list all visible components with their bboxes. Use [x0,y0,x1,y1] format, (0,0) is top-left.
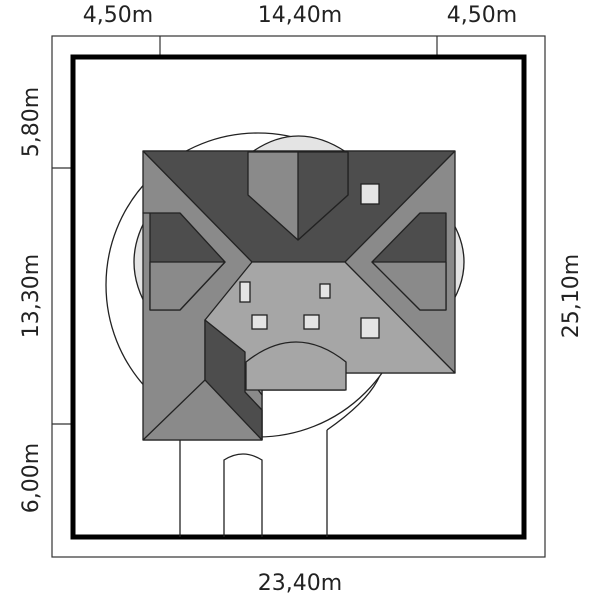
right-wing-lower [371,261,447,311]
skylight [360,183,380,205]
dim-bottom: 23,40m [258,571,342,596]
house-roof [142,150,456,441]
skylight [360,317,380,339]
front-left-wing-shade [204,319,263,441]
dim-top-left: 4,50m [83,3,153,28]
entrance-canopy [245,341,347,391]
top-bay-window [249,135,349,153]
driveway [179,374,381,537]
dim-left-middle: 13,30m [19,254,44,338]
skylight [251,314,268,330]
dim-top-right: 4,50m [447,3,517,28]
dim-left-top: 5,80m [19,87,44,157]
skylight [239,281,251,303]
plot-boundary [70,54,527,540]
dim-right: 25,10m [559,254,584,338]
dim-left-bottom: 6,00m [19,443,44,513]
dim-top-center: 14,40m [258,3,342,28]
skylights [239,183,380,339]
left-wing-lower [149,261,226,311]
top-dormer-shade [297,151,349,241]
skylight [303,314,320,330]
skylight [319,283,331,299]
